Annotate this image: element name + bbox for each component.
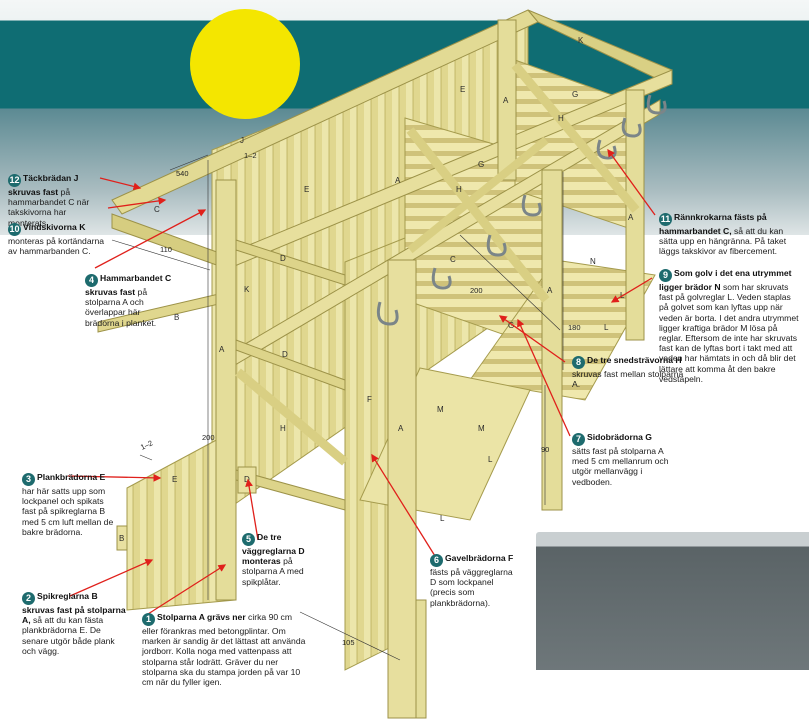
label-L-3: L: [488, 455, 493, 464]
label-N: N: [590, 257, 596, 266]
dim-90: 90: [541, 445, 549, 454]
label-M-1: M: [437, 405, 444, 414]
label-A-2: A: [395, 176, 401, 185]
label-F: F: [367, 395, 372, 404]
label-K-mid: K: [244, 285, 250, 294]
label-L-4: L: [440, 514, 445, 523]
label-L-2: L: [604, 323, 609, 332]
post-A-back: [625, 89, 645, 341]
label-B: B: [174, 313, 179, 322]
label-H-1: H: [558, 114, 564, 123]
dim-105: 105: [342, 638, 355, 647]
block-B: [116, 525, 128, 551]
gray-panel: [536, 532, 809, 670]
label-E-low: E: [172, 475, 177, 484]
label-C-2: C: [450, 255, 456, 264]
label-B-2: B: [119, 534, 124, 543]
label-M-2: M: [478, 424, 485, 433]
gutter-hooks: [376, 94, 667, 326]
label-E-mid: E: [304, 185, 309, 194]
dim-12-low: 1–2: [139, 438, 154, 451]
brace-H-4: [407, 136, 549, 254]
dim-110: 110: [160, 245, 172, 254]
wall-rail-D-1: [235, 239, 346, 286]
dim-540: 540: [176, 169, 189, 178]
post-A-mid: [541, 169, 563, 511]
post-A-1: [215, 179, 237, 601]
post-A-front: [387, 259, 417, 719]
dim-180: 180: [568, 323, 581, 332]
dim-12-top: 1–2: [244, 151, 257, 160]
brace-H-1: [235, 368, 348, 466]
label-A-4: A: [547, 286, 553, 295]
callout-arrows: [67, 148, 656, 615]
label-A-3: A: [628, 213, 634, 222]
label-G-3: G: [508, 321, 514, 330]
label-A-5: A: [219, 345, 225, 354]
label-C-1: C: [154, 205, 160, 214]
wall-rail-D-2: [235, 339, 346, 391]
dimension-lines: [111, 154, 564, 661]
post-A-rear: [497, 19, 517, 181]
label-D-1: D: [280, 254, 286, 263]
label-A-6: A: [398, 424, 404, 433]
sun: [190, 9, 300, 119]
dim-200-mid: 200: [470, 286, 483, 295]
wall-rail-D-3: [235, 469, 346, 511]
label-H-2: H: [456, 185, 462, 194]
label-E-top: E: [460, 85, 465, 94]
label-G-1: G: [572, 90, 578, 99]
brace-H-2: [406, 127, 550, 303]
brace-H-3: [511, 62, 640, 213]
label-H-3: H: [280, 424, 286, 433]
label-A-top: A: [503, 96, 509, 105]
label-G-2: G: [478, 160, 484, 169]
label-K-top: K: [578, 36, 584, 45]
label-J: J: [240, 136, 244, 145]
label-D-2: D: [282, 350, 288, 359]
dim-200-left: 200: [202, 433, 215, 442]
